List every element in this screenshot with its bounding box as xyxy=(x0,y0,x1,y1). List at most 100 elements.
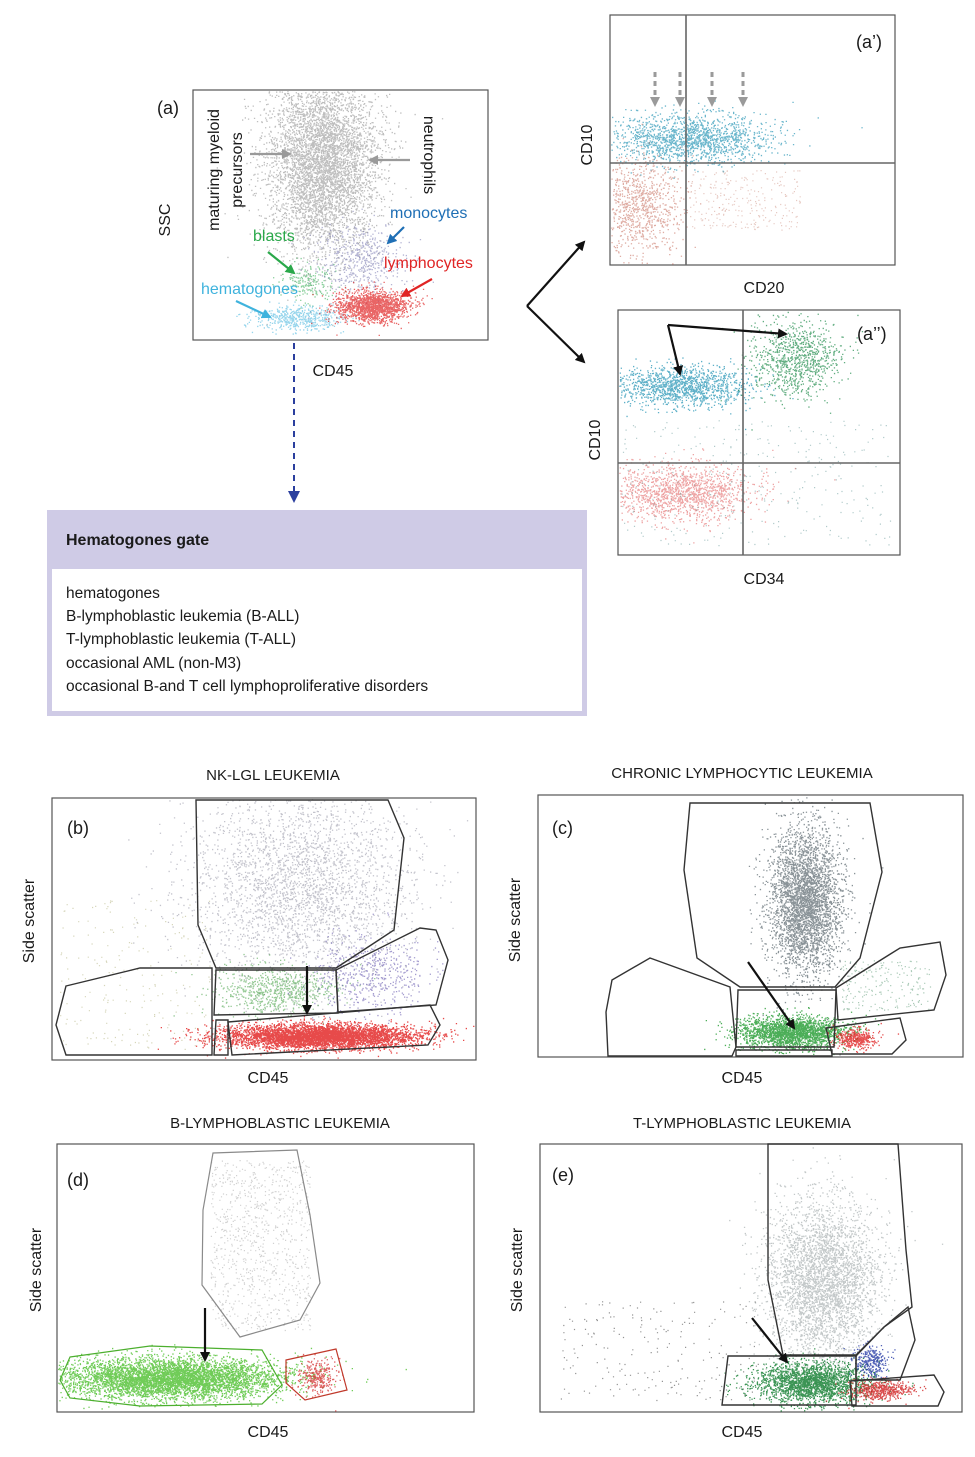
d-lymphocyte-cloud-points xyxy=(285,1353,345,1412)
e-gate-lymphocytes xyxy=(849,1374,945,1407)
annotation-lymphocytes: lymphocytes xyxy=(384,255,473,272)
panel-a-xlabel: CD45 xyxy=(313,363,354,380)
gate-box-list: hematogones B-lymphoblastic leukemia (B-… xyxy=(52,569,582,711)
panel-a2-xlabel: CD34 xyxy=(744,571,785,588)
panel-c-xlabel: CD45 xyxy=(722,1070,763,1087)
c-gate-granulocytes xyxy=(683,802,883,988)
d-gate-granulocytes xyxy=(201,1149,321,1338)
panel-d-title: B-LYMPHOBLASTIC LEUKEMIA xyxy=(170,1115,390,1132)
b-lymphocyte-cloud-points xyxy=(157,1015,475,1059)
panel-a2-id: (a’’) xyxy=(857,324,887,344)
arrow-monocytes xyxy=(386,226,405,245)
e-lymphocyte-cloud xyxy=(825,1374,927,1410)
a-granulocyte-cloud xyxy=(216,91,444,327)
gate-item: B-lymphoblastic leukemia (B-ALL) xyxy=(66,608,300,626)
a2-cd34-cloud-points xyxy=(720,311,869,431)
c-scatter-cloud xyxy=(841,960,932,1012)
d-lymphocyte-cloud xyxy=(285,1353,345,1412)
panel-b: NK-LGL LEUKEMIA (b) Side scatter CD45 xyxy=(21,767,477,1087)
b-gate-small xyxy=(213,1019,229,1056)
a-hematogone-cloud-points xyxy=(236,301,360,335)
gate-item: occasional AML (non-M3) xyxy=(66,654,242,672)
gate-item: T-lymphoblastic leukemia (T-ALL) xyxy=(66,631,296,649)
panel-e-id: (e) xyxy=(552,1165,574,1185)
annotation-blasts: blasts xyxy=(253,228,295,245)
e-granulocyte-cloud-points xyxy=(727,1147,944,1403)
panel-d: B-LYMPHOBLASTIC LEUKEMIA (d) Side scatte… xyxy=(28,1115,475,1441)
e-blast-cloud-points xyxy=(724,1348,914,1412)
annotation-hematogones: hematogones xyxy=(201,281,298,298)
annotation-neutrophils: neutrophils xyxy=(420,116,437,194)
panel-c-title: CHRONIC LYMPHOCYTIC LEUKEMIA xyxy=(611,765,872,782)
arrow-lymphocytes xyxy=(400,278,433,297)
c-lymphocyte-cloud-points xyxy=(827,1022,900,1054)
b-blast-cloud xyxy=(173,953,376,1035)
c-gate-debris xyxy=(605,957,737,1057)
a-hematogone-cloud xyxy=(236,301,360,335)
b-gate-monocytes xyxy=(335,927,449,1013)
panel-e-xlabel: CD45 xyxy=(722,1424,763,1441)
c-lymphocyte-cloud xyxy=(827,1022,900,1054)
gate-item: occasional B-and T cell lymphoproliferat… xyxy=(66,677,429,695)
a2-neg-cloud-points xyxy=(619,448,836,544)
a2-cd10-cloud xyxy=(619,357,794,431)
panel-a1: (a’) CD10 CD20 xyxy=(579,14,896,297)
annotation-maturing-line1: maturing myeloid xyxy=(206,109,223,231)
c-gate-lymph xyxy=(735,989,837,1048)
e-gate-blasts xyxy=(721,1355,857,1406)
a2-arrow-cd34 xyxy=(667,323,788,339)
b-gate-debris xyxy=(55,967,213,1056)
a-lymphocyte-cloud xyxy=(311,281,433,336)
panel-b-id: (b) xyxy=(67,818,89,838)
a2-arrow-cd10 xyxy=(666,324,683,376)
panel-b-gates xyxy=(55,799,449,1056)
c-granulocyte-cloud-points xyxy=(748,797,884,1056)
b-monocyte-cloud xyxy=(287,912,444,1048)
panel-a2-frame xyxy=(617,309,901,556)
gate-box-title: Hematogones gate xyxy=(66,532,210,549)
c-scatter-cloud-points xyxy=(841,960,932,1012)
e-blast-cloud xyxy=(724,1348,914,1412)
arrow-blasts xyxy=(267,251,296,275)
panel-d-id: (d) xyxy=(67,1170,89,1190)
panel-a-ylabel: SSC xyxy=(157,204,174,237)
d-granulocyte-cloud xyxy=(210,1160,312,1332)
a-lymphocyte-cloud-points xyxy=(311,281,433,336)
arrow-to-a2 xyxy=(526,305,586,364)
panel-b-title: NK-LGL LEUKEMIA xyxy=(206,767,340,784)
panel-a1-xlabel: CD20 xyxy=(744,280,785,297)
panel-d-frame xyxy=(56,1143,475,1413)
panel-a-frame xyxy=(192,89,489,341)
b-gate-granulocytes xyxy=(195,799,405,969)
d-gate-blasts xyxy=(59,1345,283,1407)
panel-e-ylabel: Side scatter xyxy=(509,1227,526,1312)
panel-c-id: (c) xyxy=(552,818,573,838)
d-granulocyte-cloud-points xyxy=(210,1160,312,1332)
panel-c-gates xyxy=(605,802,947,1057)
panel-e-frame xyxy=(539,1143,963,1413)
panel-a-id: (a) xyxy=(157,98,179,118)
panel-a1-id: (a’) xyxy=(856,32,882,52)
arrow-hematogones xyxy=(235,300,272,319)
panel-b-xlabel: CD45 xyxy=(248,1070,289,1087)
d-blast-cloud-points xyxy=(58,1344,407,1410)
c-granulocyte-cloud xyxy=(748,797,884,1056)
a2-cd10-cloud-points xyxy=(619,357,794,431)
panel-a: (a) SSC CD45 maturing myeloid precursors… xyxy=(157,89,586,503)
panel-b-ylabel: Side scatter xyxy=(21,878,38,963)
d-blast-cloud xyxy=(58,1344,407,1410)
arrow-to-a1 xyxy=(526,240,586,307)
e-lymphocyte-cloud-points xyxy=(825,1374,927,1410)
panel-a2: (a’’) CD10 CD34 xyxy=(587,309,901,588)
b-blast-cloud-points xyxy=(173,953,376,1035)
d-gate-lymphocytes xyxy=(285,1348,348,1401)
panel-d-ylabel: Side scatter xyxy=(28,1227,45,1312)
panel-e-title: T-LYMPHOBLASTIC LEUKEMIA xyxy=(633,1115,851,1132)
b-lymphocyte-cloud xyxy=(157,1015,475,1059)
e-granulocyte-cloud xyxy=(727,1147,944,1403)
panel-c-frame xyxy=(537,794,964,1058)
c-arrow xyxy=(747,961,796,1030)
panel-c-ylabel: Side scatter xyxy=(507,877,524,962)
hematogones-gate-box: Hematogones gate hematogones B-lymphobla… xyxy=(47,510,587,716)
